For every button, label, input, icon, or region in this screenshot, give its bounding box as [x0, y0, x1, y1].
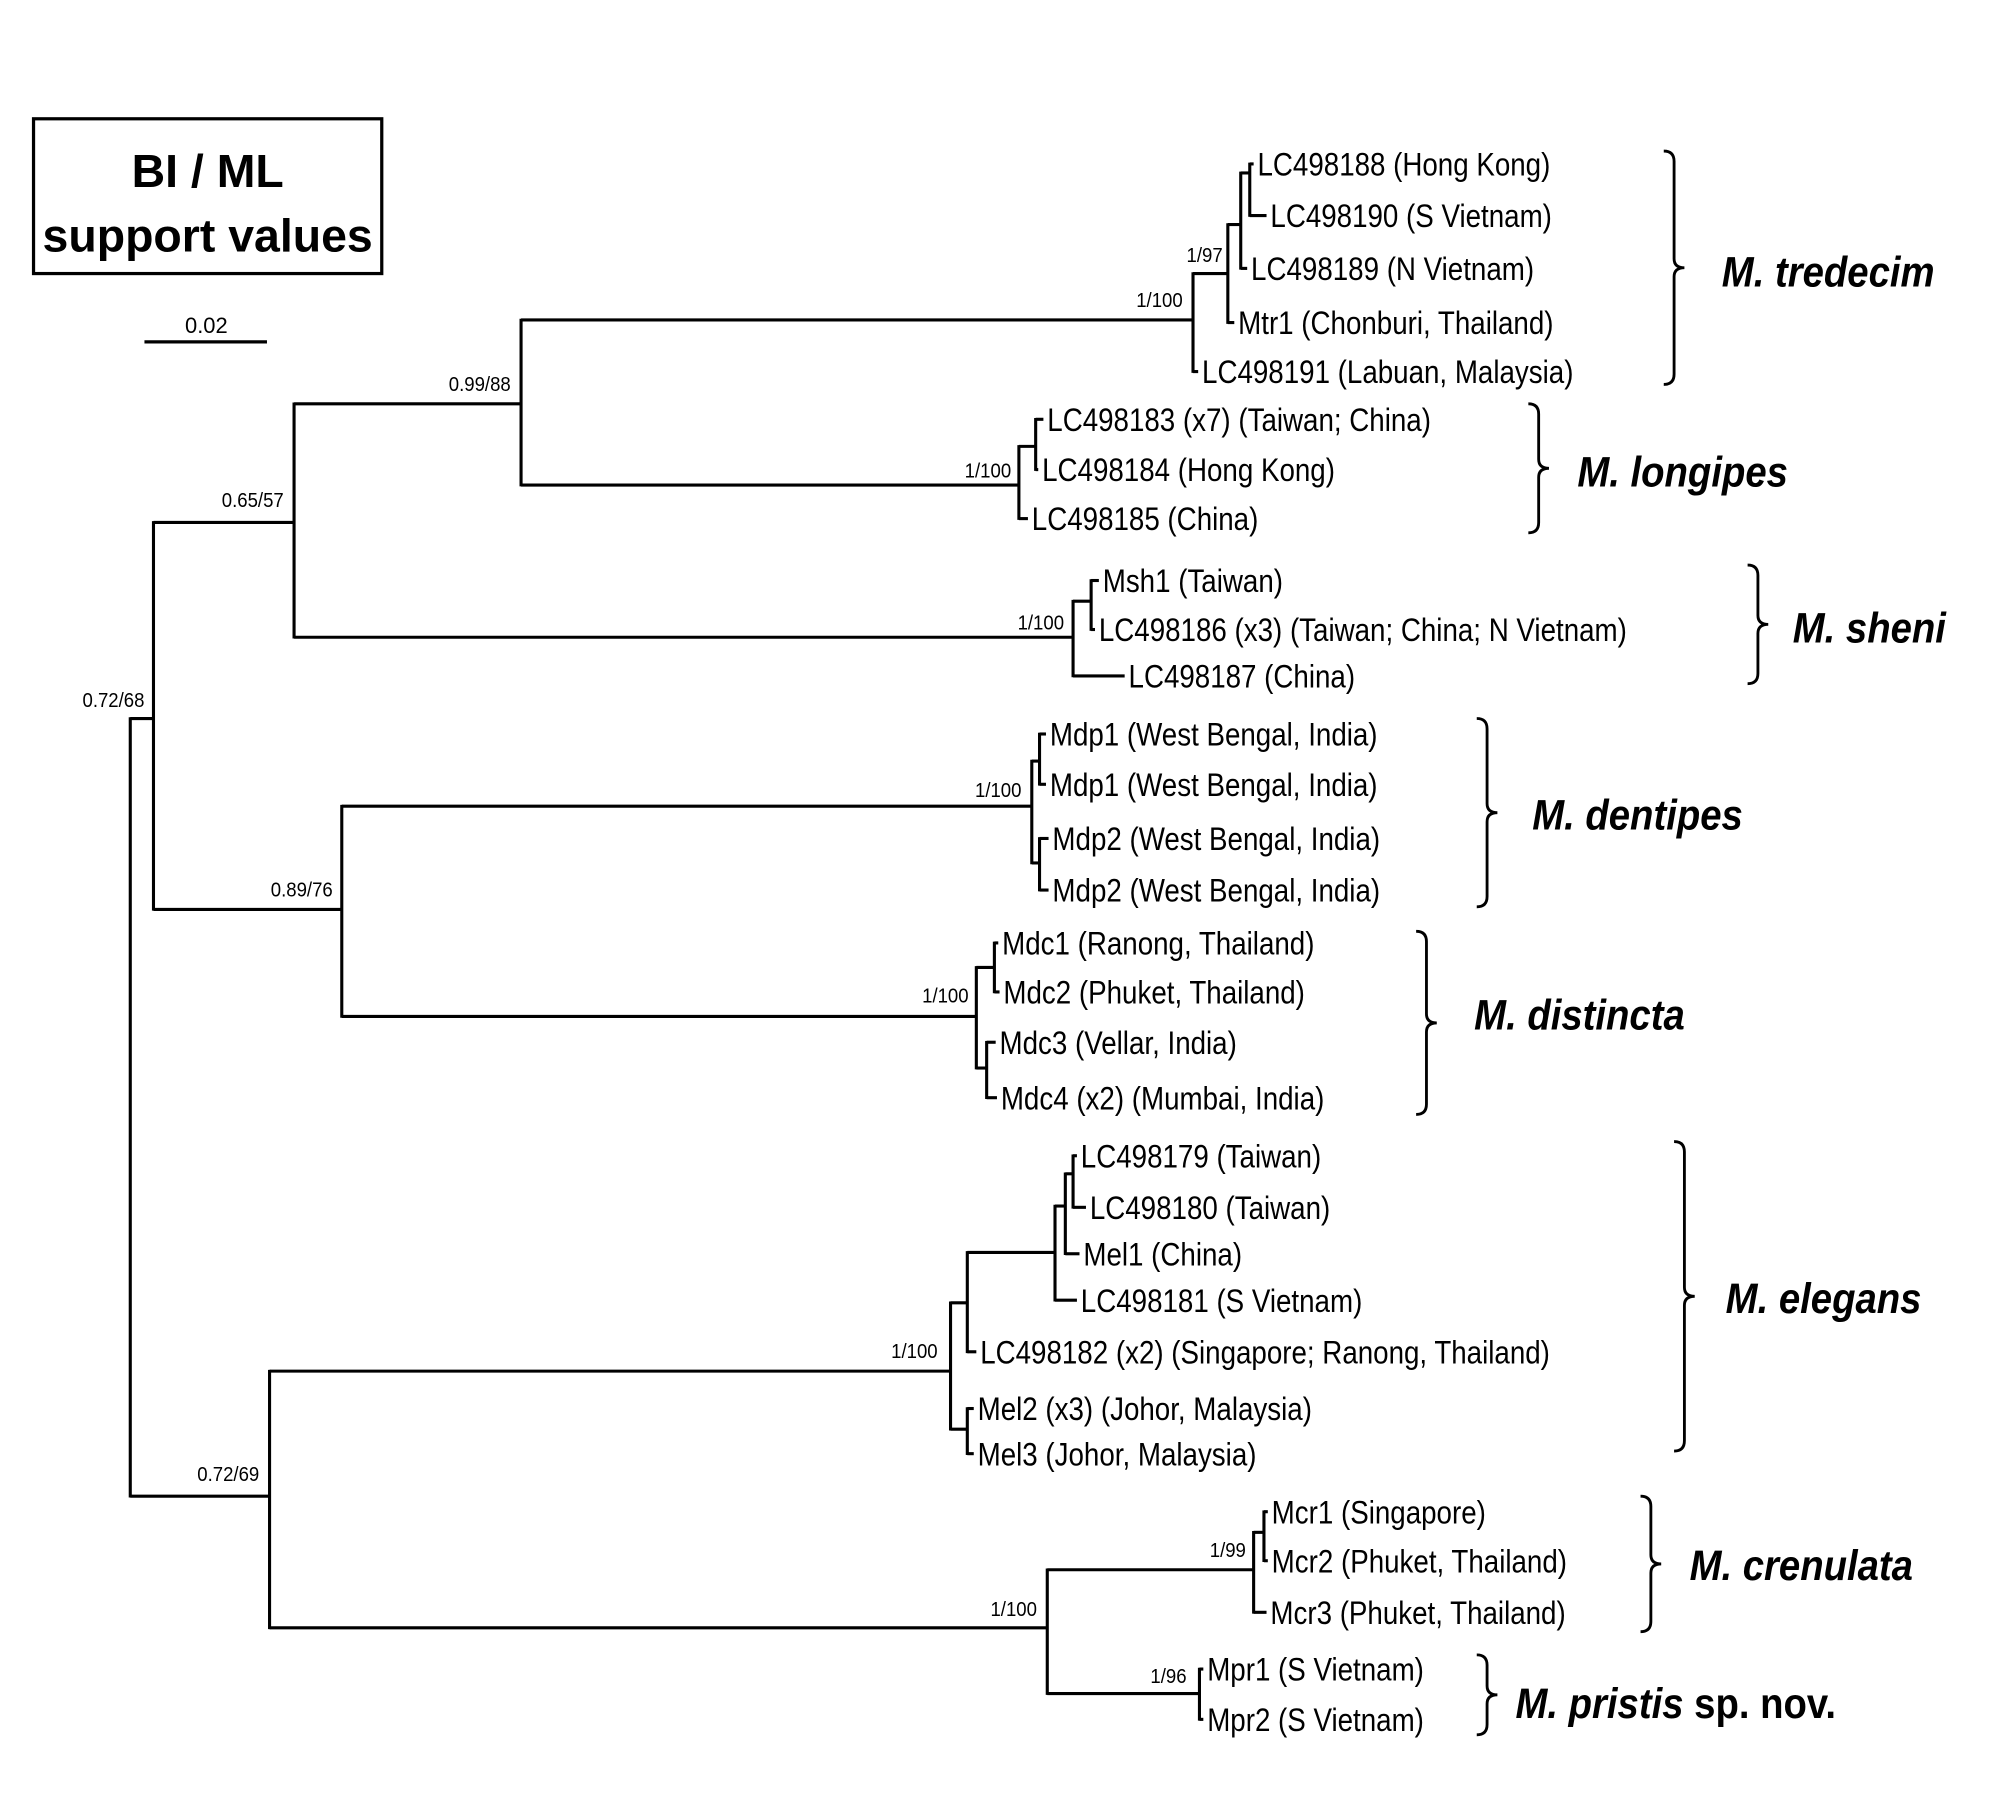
leaf-label: Mdp2 (West Bengal, India) [1052, 874, 1380, 909]
clade-bracket [1640, 1494, 1662, 1634]
legend-box: BI / ML support values [31, 117, 384, 276]
support-value: 0.65/57 [222, 489, 284, 512]
clade-label: M. pristis sp. nov. [1515, 1679, 1836, 1727]
clade-bracket [1674, 1140, 1695, 1453]
support-value: 1/100 [975, 779, 1022, 802]
leaf-label: Mdp2 (West Bengal, India) [1052, 822, 1380, 857]
clade-bracket [1747, 563, 1769, 686]
leaf-label: LC498185 (China) [1032, 502, 1259, 537]
support-value: 0.72/68 [82, 689, 144, 712]
leaf-label: Mdc1 (Ranong, Thailand) [1002, 927, 1314, 962]
clade-label: M. tredecim [1722, 248, 1935, 296]
support-value: 1/96 [1150, 1665, 1186, 1688]
leaf-label: Mel2 (x3) (Johor, Malaysia) [978, 1392, 1312, 1427]
leaf-label: LC498186 (x3) (Taiwan; China; N Vietnam) [1099, 613, 1627, 648]
leaf-label: LC498183 (x7) (Taiwan; China) [1047, 403, 1431, 438]
support-value: 0.89/76 [271, 879, 333, 902]
clade-label: M. longipes [1577, 447, 1788, 495]
leaf-label: Mdc2 (Phuket, Thailand) [1003, 976, 1305, 1011]
clade-bracket [1416, 929, 1437, 1116]
support-value: 1/97 [1187, 244, 1223, 267]
tree-leaves: LC498188 (Hong Kong) LC498190 (S Vietnam)… [967, 148, 1627, 1738]
leaf-label: Mdc3 (Vellar, India) [1000, 1026, 1237, 1061]
scale-bar-label: 0.02 [185, 313, 228, 338]
support-value: 0.99/88 [449, 373, 511, 396]
clade-name: M. dentipes [1532, 791, 1743, 839]
leaf-label: LC498180 (Taiwan) [1090, 1191, 1330, 1226]
clade-label: M. sheni [1793, 604, 1947, 652]
leaf-label: Mcr1 (Singapore) [1272, 1495, 1486, 1530]
leaf-label: Mdp1 (West Bengal, India) [1050, 718, 1378, 753]
leaf-label: Msh1 (Taiwan) [1103, 564, 1283, 599]
tree-branches [128, 162, 1266, 1721]
leaf-label: LC498181 (S Vietnam) [1081, 1284, 1362, 1319]
clade-label: M. dentipes [1532, 791, 1743, 839]
leaf-label: Mtr1 (Chonburi, Thailand) [1238, 306, 1553, 341]
clade-name: M. pristis [1515, 1679, 1683, 1727]
clade-label: M. crenulata [1690, 1541, 1913, 1589]
legend-line1: BI / ML [132, 145, 284, 197]
leaf-label: Mpr2 (S Vietnam) [1207, 1703, 1424, 1738]
clade-suffix: sp. nov. [1684, 1679, 1836, 1727]
clade-labels: M. tredecim M. longipes M. sheni M. dentipe… [1416, 149, 1947, 1737]
leaf-label: Mdp1 (West Bengal, India) [1050, 768, 1378, 803]
support-value: 1/100 [990, 1598, 1037, 1621]
clade-label: M. distincta [1474, 990, 1685, 1038]
leaf-label: Mcr3 (Phuket, Thailand) [1270, 1596, 1565, 1631]
support-value: 1/100 [965, 459, 1012, 482]
leaf-label: Mpr1 (S Vietnam) [1207, 1653, 1424, 1688]
support-value: 0.72/69 [197, 1463, 259, 1486]
leaf-label: LC498191 (Labuan, Malaysia) [1202, 355, 1573, 390]
support-value: 1/100 [891, 1340, 938, 1363]
leaf-label: LC498189 (N Vietnam) [1251, 252, 1534, 287]
legend-line2: support values [43, 210, 373, 262]
leaf-label: LC498190 (S Vietnam) [1270, 199, 1551, 234]
leaf-label: Mel3 (Johor, Malaysia) [978, 1437, 1257, 1472]
legend-border [31, 117, 384, 276]
clade-name: M. crenulata [1690, 1541, 1913, 1589]
support-value: 1/100 [922, 984, 969, 1007]
clade-label: M. elegans [1726, 1274, 1922, 1322]
scale-bar: 0.02 [144, 313, 267, 344]
clade-name: M. elegans [1726, 1274, 1922, 1322]
leaf-label: LC498187 (China) [1129, 660, 1356, 695]
clade-name: M. sheni [1793, 604, 1947, 652]
leaf-label: Mel1 (China) [1083, 1237, 1242, 1272]
clade-bracket [1476, 717, 1498, 909]
leaf-label: LC498188 (Hong Kong) [1258, 148, 1551, 183]
clade-name: M. distincta [1474, 990, 1685, 1038]
leaf-label: Mcr2 (Phuket, Thailand) [1272, 1544, 1567, 1579]
clade-bracket [1476, 1653, 1498, 1737]
clade-name: M. tredecim [1722, 248, 1935, 296]
clade-bracket [1663, 149, 1685, 386]
support-value: 1/99 [1210, 1539, 1246, 1562]
support-values: 0.72/68 0.65/57 0.99/88 0.89/76 0.72/69 1/100… [82, 244, 1245, 1688]
leaf-label: LC498184 (Hong Kong) [1042, 453, 1335, 488]
support-value: 1/100 [1018, 612, 1065, 635]
clade-bracket [1528, 402, 1550, 535]
clade-name: M. longipes [1577, 447, 1788, 495]
leaf-label: LC498179 (Taiwan) [1081, 1139, 1321, 1174]
leaf-label: Mdc4 (x2) (Mumbai, India) [1001, 1081, 1325, 1116]
leaf-label: LC498182 (x2) (Singapore; Ranong, Thaila… [980, 1336, 1550, 1371]
support-value: 1/100 [1136, 289, 1183, 312]
